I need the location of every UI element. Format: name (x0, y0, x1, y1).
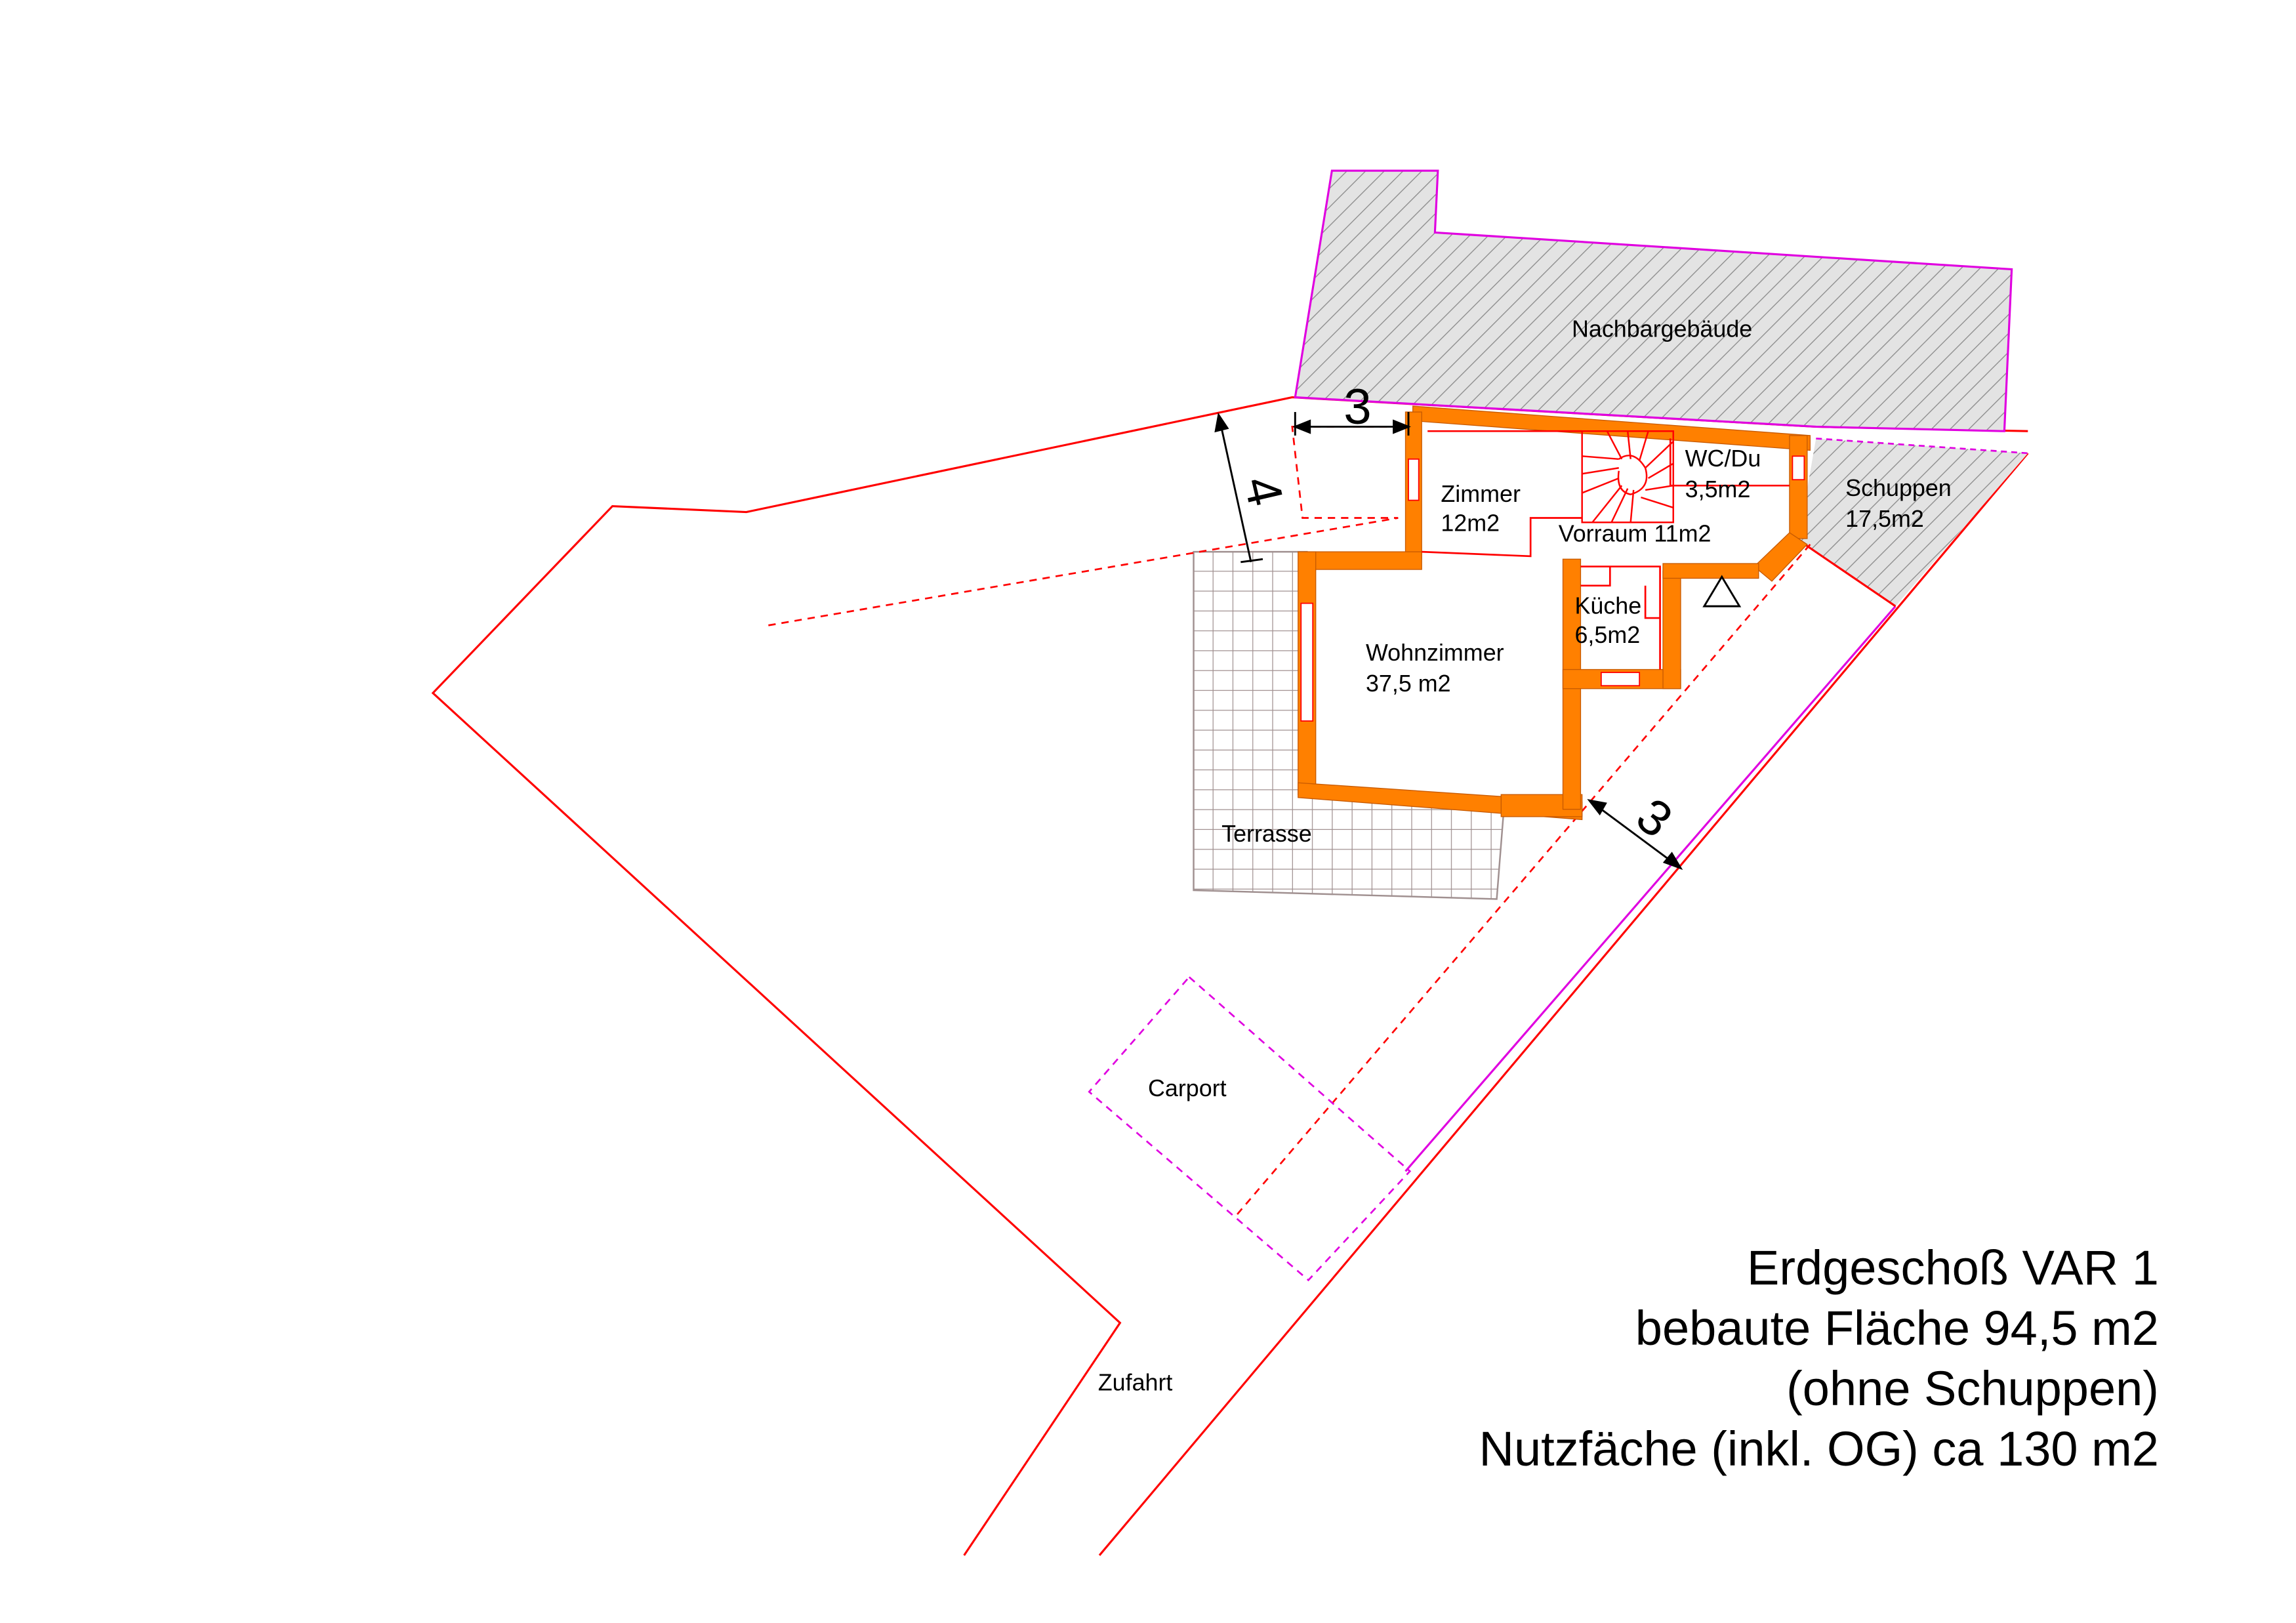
dim-left-depth: 4 (1233, 471, 1293, 510)
plot-boundary-inner (1404, 606, 1896, 1172)
label-zimmer-area: 12m2 (1441, 510, 1500, 537)
entrance-marker (1702, 575, 1742, 607)
label-neighbour: Nachbargebäude (1572, 316, 1752, 342)
shed-outline (1797, 539, 1896, 607)
title-block: Erdgeschoß VAR 1 bebaute Fläche 94,5 m2 … (1479, 1241, 2159, 1476)
label-zufahrt: Zufahrt (1098, 1370, 1173, 1396)
setback-line (768, 426, 1413, 627)
dimension-lines (1214, 412, 1683, 871)
terrace (1193, 550, 1506, 900)
shed-dashed (1816, 438, 2028, 455)
neighbour-building (1294, 169, 2013, 432)
plot-boundary-east (1098, 452, 2029, 1556)
title-line-2: bebaute Fläche 94,5 m2 (1635, 1301, 2159, 1355)
label-schuppen: Schuppen (1845, 475, 1952, 501)
label-vorraum: Vorraum 11m2 (1559, 520, 1712, 546)
window-openings (1300, 455, 1805, 722)
title-line-3: (ohne Schuppen) (1786, 1361, 2159, 1416)
dim-top-width: 3 (1343, 379, 1371, 435)
shed-hatch (1798, 438, 2028, 607)
label-zimmer: Zimmer (1441, 481, 1521, 507)
label-carport: Carport (1148, 1075, 1227, 1101)
label-wc-area: 3,5m2 (1685, 476, 1751, 503)
house-walls (1298, 405, 1811, 821)
label-wohnzimmer-area: 37,5 m2 (1366, 670, 1451, 697)
label-wohnzimmer: Wohnzimmer (1366, 640, 1504, 666)
setback-line-east (1235, 544, 1811, 1216)
title-line-4: Nutzfäche (inkl. OG) ca 130 m2 (1479, 1422, 2159, 1476)
label-terrasse: Terrasse (1221, 821, 1312, 847)
dim-side-distance: 3 (1626, 787, 1683, 848)
title-line-1: Erdgeschoß VAR 1 (1747, 1241, 2159, 1295)
label-kueche-area: 6,5m2 (1574, 622, 1640, 648)
label-wc: WC/Du (1685, 445, 1761, 472)
label-schuppen-area: 17,5m2 (1845, 506, 1924, 532)
label-kueche: Küche (1574, 592, 1641, 619)
carport-outline (1088, 976, 1412, 1282)
staircase (1581, 430, 1674, 524)
